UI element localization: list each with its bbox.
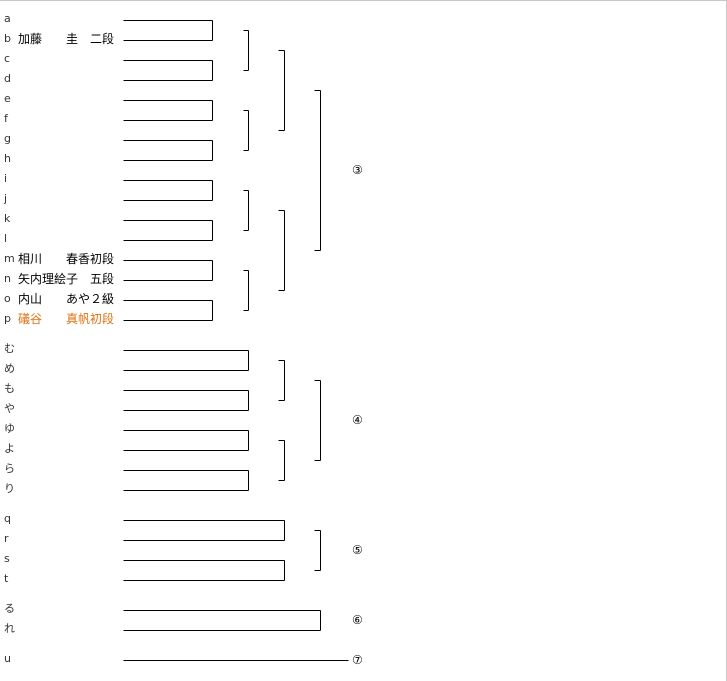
slot-letter: も	[4, 382, 15, 395]
slot-letter: d	[4, 72, 11, 85]
player-surname: 相川	[18, 252, 43, 266]
player-rank: 初段	[90, 312, 115, 326]
player-rank: 五段	[90, 272, 115, 286]
slot-letter: ゆ	[4, 422, 15, 435]
slot-letter: m	[4, 252, 15, 265]
slot-letter: や	[4, 402, 15, 415]
player-surname: 矢内理絵子	[18, 272, 79, 286]
slot-letter: l	[4, 232, 8, 245]
slot-letter: る	[4, 602, 15, 615]
player-surname: 礒谷	[18, 312, 43, 326]
round-label-5: ⑤	[352, 543, 363, 557]
slot-letter: i	[4, 172, 8, 185]
round-label-3: ③	[352, 163, 363, 177]
player-rank: 二段	[90, 32, 115, 46]
slot-letter: j	[4, 192, 8, 205]
slot-letter: f	[4, 112, 8, 125]
slot-letter: o	[4, 292, 11, 305]
slot-letter: t	[4, 572, 9, 585]
slot-letter: p	[4, 312, 11, 325]
slot-letter: め	[4, 362, 15, 375]
player-surname: 加藤	[18, 32, 43, 46]
slot-letter: s	[4, 552, 10, 565]
slot-letter: n	[4, 272, 11, 285]
player-rank: 初段	[90, 252, 115, 266]
slot-letter: b	[4, 32, 11, 45]
player-given-name: あや	[66, 292, 91, 306]
slot-letter: g	[4, 132, 11, 145]
slot-letter: a	[4, 12, 11, 25]
player-given-name: 圭	[66, 32, 79, 46]
slot-letter: e	[4, 92, 11, 105]
slot-letter: u	[4, 652, 11, 665]
slot-letter: k	[4, 212, 11, 225]
slot-letter: r	[4, 532, 9, 545]
round-label-4: ④	[352, 413, 363, 427]
slot-letter: り	[4, 482, 15, 495]
slot-letter: む	[4, 342, 15, 355]
player-given-name: 春香	[66, 252, 91, 266]
player-rank: ２級	[90, 292, 115, 306]
slot-letter: れ	[4, 622, 15, 635]
slot-letter: q	[4, 512, 11, 525]
slot-letter: よ	[4, 442, 15, 455]
slot-letter: c	[4, 52, 11, 65]
slot-letter: h	[4, 152, 11, 165]
player-given-name: 真帆	[66, 312, 91, 326]
round-label-7: ⑦	[352, 653, 363, 667]
round-label-6: ⑥	[352, 613, 363, 627]
player-surname: 内山	[18, 292, 43, 306]
slot-letter: ら	[4, 462, 15, 475]
